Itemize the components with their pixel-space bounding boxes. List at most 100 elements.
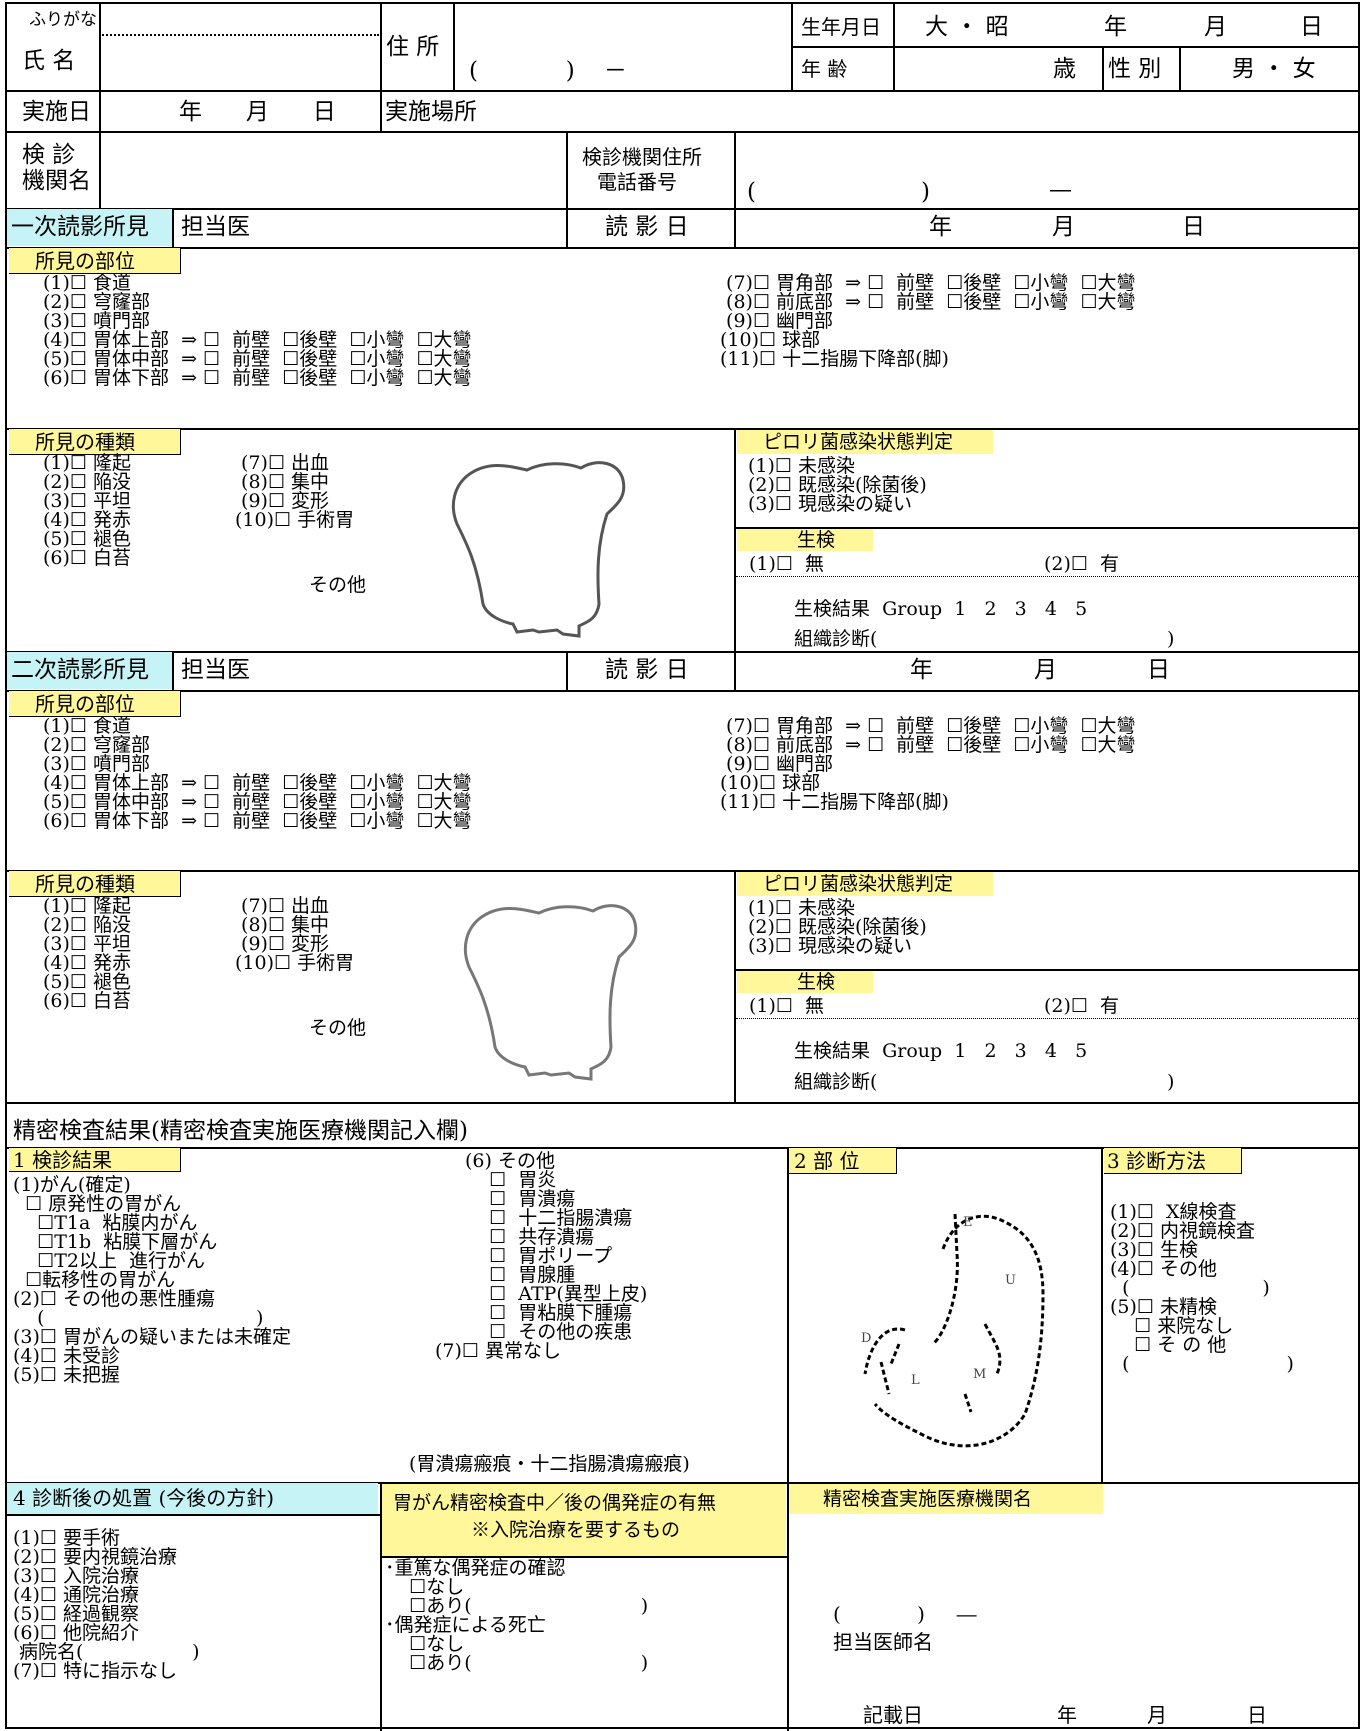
kind-other-2[interactable]: その他	[309, 1017, 367, 1039]
complication-item[interactable]: ☐あり( )	[385, 1652, 649, 1674]
method-item[interactable]: (1)☐ X線検査	[1110, 1201, 1237, 1223]
exam-date-value[interactable]: 年 月 日	[179, 99, 336, 125]
biopsy-yes-2[interactable]: (2)☐ 有	[1044, 995, 1120, 1017]
exam-place-field[interactable]	[497, 92, 1357, 129]
site-item[interactable]: (5)☐ 胃体中部 ⇒ ☐ 前壁 ☐後壁 ☐小彎 ☐大彎	[43, 348, 472, 370]
site-item[interactable]: (1)☐ 食道	[43, 715, 131, 737]
kind-item[interactable]: (3)☐ 平坦	[43, 933, 131, 955]
org-address-field[interactable]	[737, 134, 1357, 206]
pylori-item[interactable]: (3)☐ 現感染の疑い	[748, 935, 912, 957]
kind-item[interactable]: (9)☐ 変形	[235, 490, 330, 512]
treatment-item[interactable]: (7)☐ 特に指示なし	[13, 1660, 177, 1682]
kind-item[interactable]: (8)☐ 集中	[235, 471, 330, 493]
treatment-item[interactable]: (1)☐ 要手術	[13, 1527, 120, 1549]
kind-item[interactable]: (4)☐ 発赤	[43, 952, 131, 974]
result-item[interactable]: ☐ 原発性の胃がん	[13, 1193, 182, 1215]
address-field[interactable]	[455, 6, 789, 88]
kind-item[interactable]: (2)☐ 陥没	[43, 471, 131, 493]
kind-item[interactable]: (10)☐ 手術胃	[235, 509, 355, 531]
result-item[interactable]: (3)☐ 胃がんの疑いまたは未確定	[13, 1326, 291, 1348]
pylori-item[interactable]: (3)☐ 現感染の疑い	[748, 493, 912, 515]
kind-item[interactable]: (8)☐ 集中	[235, 914, 330, 936]
pathology-field-2[interactable]	[897, 1068, 1163, 1092]
site-item[interactable]: (11)☐ 十二指腸下降部(脚)	[720, 791, 949, 813]
kind-item[interactable]: (7)☐ 出血	[235, 895, 330, 917]
pylori-item[interactable]: (2)☐ 既感染(除菌後)	[748, 916, 927, 938]
kind-item[interactable]: (3)☐ 平坦	[43, 490, 131, 512]
site-item[interactable]: (11)☐ 十二指腸下降部(脚)	[720, 348, 949, 370]
age-field[interactable]	[895, 48, 1055, 88]
kind-item[interactable]: (6)☐ 白苔	[43, 547, 131, 569]
kind-item[interactable]: (10)☐ 手術胃	[235, 952, 355, 974]
result-item[interactable]: (7)☐ 異常なし	[435, 1340, 561, 1362]
result-item[interactable]: ☐ 胃腺腫	[465, 1264, 576, 1286]
kind-item[interactable]: (6)☐ 白苔	[43, 990, 131, 1012]
biopsy-none-1[interactable]: (1)☐ 無	[749, 553, 825, 575]
complication-item[interactable]: ☐なし	[385, 1576, 465, 1598]
kind-item[interactable]: (9)☐ 変形	[235, 933, 330, 955]
site-item[interactable]: (4)☐ 胃体上部 ⇒ ☐ 前壁 ☐後壁 ☐小彎 ☐大彎	[43, 772, 472, 794]
result-item[interactable]: (5)☐ 未把握	[13, 1364, 120, 1386]
treatment-item[interactable]: (6)☐ 他院紹介	[13, 1622, 139, 1644]
second-reading-doctor-field[interactable]	[267, 653, 563, 688]
result-item[interactable]: ☐ 胃ポリープ	[465, 1245, 613, 1267]
method-item[interactable]: (5)☐ 未精検	[1110, 1296, 1217, 1318]
result-item[interactable]: ☐ 胃炎	[465, 1169, 557, 1191]
method-item[interactable]: ( )	[1110, 1353, 1294, 1375]
site-item[interactable]: (9)☐ 幽門部	[720, 310, 834, 332]
biopsy-none-2[interactable]: (1)☐ 無	[749, 995, 825, 1017]
method-item[interactable]: ( )	[1110, 1277, 1270, 1299]
site-item[interactable]: (10)☐ 球部	[720, 329, 821, 351]
sex-options[interactable]: 男 ・ 女	[1232, 56, 1316, 82]
institution-name-field[interactable]	[791, 1516, 1357, 1596]
treatment-item[interactable]: (2)☐ 要内視鏡治療	[13, 1546, 177, 1568]
institution-doctor-field[interactable]	[947, 1626, 1347, 1656]
pylori-item[interactable]: (2)☐ 既感染(除菌後)	[748, 474, 927, 496]
treatment-item[interactable]: (5)☐ 経過観察	[13, 1603, 139, 1625]
site-item[interactable]: (7)☐ 胃角部 ⇒ ☐ 前壁 ☐後壁 ☐小彎 ☐大彎	[720, 272, 1136, 294]
result-item[interactable]: ☐ 十二指腸潰瘍	[465, 1207, 633, 1229]
result-item[interactable]: ☐ ATP(異型上皮)	[465, 1283, 648, 1305]
pylori-item[interactable]: (1)☐ 未感染	[748, 455, 855, 477]
site-item[interactable]: (5)☐ 胃体中部 ⇒ ☐ 前壁 ☐後壁 ☐小彎 ☐大彎	[43, 791, 472, 813]
result-item[interactable]: ☐転移性の胃がん	[13, 1269, 176, 1291]
complication-item[interactable]: ☐あり( )	[385, 1595, 649, 1617]
site-item[interactable]: (4)☐ 胃体上部 ⇒ ☐ 前壁 ☐後壁 ☐小彎 ☐大彎	[43, 329, 472, 351]
pathology-field-1[interactable]	[897, 626, 1163, 650]
site-item[interactable]: (2)☐ 穹窿部	[43, 734, 150, 756]
result-item[interactable]: ☐ 共存潰瘍	[465, 1226, 595, 1248]
site-item[interactable]: (6)☐ 胃体下部 ⇒ ☐ 前壁 ☐後壁 ☐小彎 ☐大彎	[43, 810, 472, 832]
method-item[interactable]: (3)☐ 生検	[1110, 1239, 1198, 1261]
kind-item[interactable]: (2)☐ 陥没	[43, 914, 131, 936]
treatment-item[interactable]: (4)☐ 通院治療	[13, 1584, 139, 1606]
institution-phone[interactable]: ( ) ―	[833, 1602, 977, 1626]
site-item[interactable]: (2)☐ 穹窿部	[43, 291, 150, 313]
site-item[interactable]: (6)☐ 胃体下部 ⇒ ☐ 前壁 ☐後壁 ☐小彎 ☐大彎	[43, 367, 472, 389]
kind-item[interactable]: (4)☐ 発赤	[43, 509, 131, 531]
result-item[interactable]: ☐ 胃潰瘍	[465, 1188, 576, 1210]
kind-other-1[interactable]: その他	[309, 574, 367, 596]
result-item[interactable]: ☐T1a 粘膜内がん	[13, 1212, 198, 1234]
treatment-item[interactable]: (3)☐ 入院治療	[13, 1565, 139, 1587]
kind-item[interactable]: (7)☐ 出血	[235, 452, 330, 474]
org-name-field[interactable]	[102, 134, 564, 206]
site-item[interactable]: (8)☐ 前底部 ⇒ ☐ 前壁 ☐後壁 ☐小彎 ☐大彎	[720, 734, 1136, 756]
kind-item[interactable]: (1)☐ 隆起	[43, 452, 131, 474]
result-item[interactable]: ☐ その他の疾患	[465, 1321, 633, 1343]
result-item[interactable]: ☐T1b 粘膜下層がん	[13, 1231, 218, 1253]
result-item[interactable]: (2)☐ その他の悪性腫瘍	[13, 1288, 215, 1310]
site-item[interactable]: (8)☐ 前底部 ⇒ ☐ 前壁 ☐後壁 ☐小彎 ☐大彎	[720, 291, 1136, 313]
first-reading-doctor-field[interactable]	[267, 210, 563, 245]
result-item[interactable]: (4)☐ 未受診	[13, 1345, 120, 1367]
method-item[interactable]: ☐ 来院なし	[1110, 1315, 1234, 1337]
site-item[interactable]: (3)☐ 噴門部	[43, 753, 150, 775]
biopsy-result-2[interactable]: 生検結果 Group 1 2 3 4 5	[794, 1040, 1088, 1062]
pylori-item[interactable]: (1)☐ 未感染	[748, 897, 855, 919]
site-item[interactable]: (3)☐ 噴門部	[43, 310, 150, 332]
kind-item[interactable]: (5)☐ 褪色	[43, 971, 131, 993]
biopsy-yes-1[interactable]: (2)☐ 有	[1044, 553, 1120, 575]
site-item[interactable]: (1)☐ 食道	[43, 272, 131, 294]
furigana-field[interactable]	[102, 6, 378, 32]
result-item[interactable]: ( )	[13, 1307, 264, 1329]
method-item[interactable]: (2)☐ 内視鏡検査	[1110, 1220, 1255, 1242]
